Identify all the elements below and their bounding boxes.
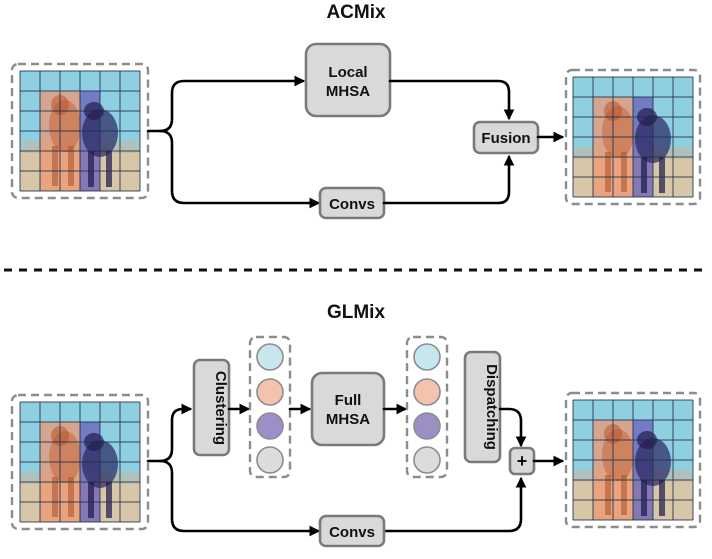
local-mhsa-label-line2: MHSA	[326, 83, 370, 100]
acmix-arrow-to-local-mhsa	[146, 75, 306, 133]
acmix-arrow-local-to-fusion	[388, 79, 515, 121]
acmix-output-image	[564, 68, 702, 206]
slot-token-cyan	[413, 343, 441, 371]
glmix-arrow-convs-to-add	[382, 476, 527, 533]
glmix-convs-label: Convs	[329, 524, 375, 541]
acmix-fusion-box: Fusion	[472, 120, 540, 155]
slot-token-gray	[256, 446, 284, 474]
dispatching-label: Dispatching	[483, 364, 500, 450]
acmix-convs-label: Convs	[329, 196, 375, 213]
glmix-clustering-box: Clustering	[192, 358, 231, 457]
acmix-title: ACMix	[326, 2, 386, 23]
acmix-convs-box: Convs	[318, 186, 386, 220]
glmix-output-image	[564, 391, 702, 529]
full-mhsa-label-line1: Full	[335, 392, 362, 409]
glmix-slot-tokens-out	[405, 335, 449, 479]
glmix-input-image	[10, 393, 150, 531]
glmix-full-mhsa-box: Full MHSA	[310, 371, 386, 447]
slot-token-purple	[256, 412, 284, 440]
fusion-label: Fusion	[481, 130, 530, 147]
slot-token-purple	[413, 412, 441, 440]
glmix-slot-tokens-in	[248, 335, 292, 479]
glmix-arrow-to-clustering	[146, 403, 193, 463]
acmix-local-mhsa-box: Local MHSA	[304, 42, 392, 118]
acmix-input-image	[10, 62, 150, 200]
acmix-arrow-convs-to-fusion	[382, 154, 515, 205]
glmix-dispatching-box: Dispatching	[463, 350, 502, 464]
add-icon: +	[517, 451, 528, 471]
glmix-add-box: +	[508, 446, 536, 476]
slot-token-salmon	[413, 378, 441, 406]
glmix-convs-box: Convs	[318, 514, 386, 548]
full-mhsa-label-line2: MHSA	[326, 411, 370, 428]
clustering-label: Clustering	[212, 371, 229, 445]
glmix-arrow-dispatching-to-add	[498, 407, 527, 448]
acmix-arrow-to-convs	[158, 129, 321, 209]
slot-token-cyan	[256, 343, 284, 371]
slot-token-salmon	[256, 378, 284, 406]
local-mhsa-label-line1: Local	[328, 64, 367, 81]
slot-token-gray	[413, 446, 441, 474]
glmix-title: GLMix	[327, 302, 385, 323]
glmix-arrow-to-convs	[158, 459, 321, 537]
